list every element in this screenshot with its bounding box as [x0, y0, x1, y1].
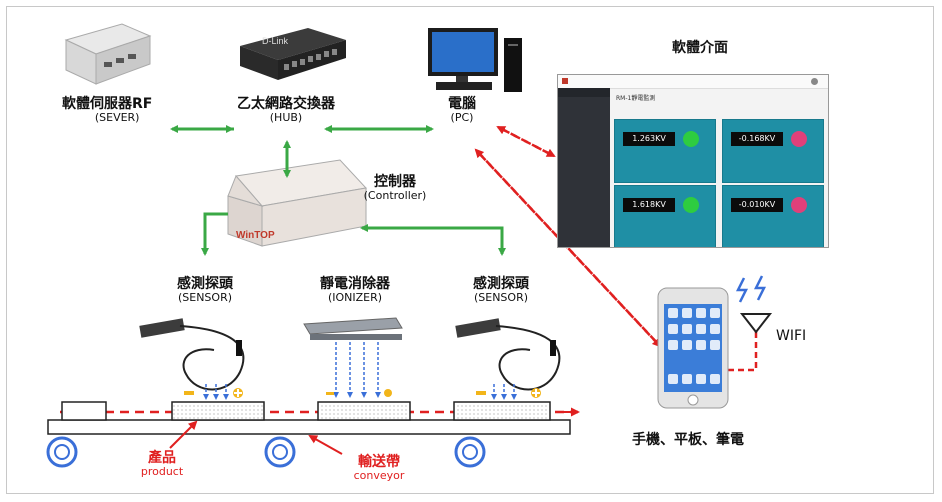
app-topbar [558, 75, 828, 89]
sensor-left-icon [139, 318, 245, 391]
meter-reading: 1.263KV [623, 132, 675, 146]
link-controller-sensor-left [201, 212, 228, 256]
status-indicator [791, 197, 807, 213]
smartphone-icon [657, 287, 729, 409]
product-pointer-arrow [169, 420, 198, 449]
product-label: 產品 product [140, 450, 184, 479]
product-item [317, 401, 411, 421]
meter-panel: -0.168KV [722, 119, 824, 183]
conveyor-belt [47, 411, 574, 435]
link-mobile-wifi [728, 332, 758, 372]
product-item [453, 401, 551, 421]
charge-markers [184, 388, 541, 398]
conveyor-label: 輸送帶 conveyor [353, 454, 405, 483]
software-interface-screenshot: RM-1靜電監測 1.263KV -0.168KV 1.618KV -0.010… [557, 74, 829, 248]
status-indicator [791, 131, 807, 147]
server-device-icon [64, 23, 152, 85]
software-interface-label: 軟體介面 [672, 40, 728, 56]
app-page-title: RM-1靜電監測 [616, 95, 656, 102]
hub-switch-icon: D-Link [240, 28, 346, 80]
meter-reading: 1.618KV [623, 198, 675, 212]
wifi-antenna-icon [735, 275, 773, 334]
meter-panel: 1.618KV [614, 185, 716, 247]
controller-brand-text: WinTOP [236, 230, 275, 241]
wifi-label: WIFI [776, 328, 807, 344]
meter-panel: 1.263KV [614, 119, 716, 183]
meter-reading: -0.010KV [731, 198, 783, 212]
pc-icon [428, 28, 522, 92]
status-indicator [683, 197, 699, 213]
meter-reading: -0.168KV [731, 132, 783, 146]
product-item [61, 401, 107, 421]
switch-brand-text: D-Link [262, 36, 289, 46]
ion-flow-arrows [203, 342, 517, 400]
controller-box-icon: WinTOP [227, 159, 367, 247]
hub-label: 乙太網路交換器 (HUB) [237, 96, 335, 125]
status-indicator [683, 131, 699, 147]
conveyor-rollers [46, 436, 486, 468]
controller-label: 控制器 (Controller) [363, 174, 427, 203]
sensor-left-label: 感測探頭 (SENSOR) [177, 276, 233, 305]
sensor-right-label: 感測探頭 (SENSOR) [473, 276, 529, 305]
frame-border [6, 6, 934, 494]
sensor-right-icon [455, 318, 561, 391]
meter-panel: -0.010KV [722, 185, 824, 247]
product-item [171, 401, 265, 421]
link-controller-sensor-right [370, 226, 506, 256]
conveyor-pointer-arrow [308, 435, 343, 455]
ionizer-label: 靜電消除器 (IONIZER) [320, 276, 390, 305]
mobile-devices-label: 手機、平板、筆電 [632, 432, 744, 448]
pc-label: 電腦 (PC) [448, 96, 476, 125]
server-label: 軟體伺服器RF (SEVER) [62, 96, 153, 125]
app-sidebar [558, 88, 610, 247]
ionizer-bar-icon [303, 317, 403, 340]
